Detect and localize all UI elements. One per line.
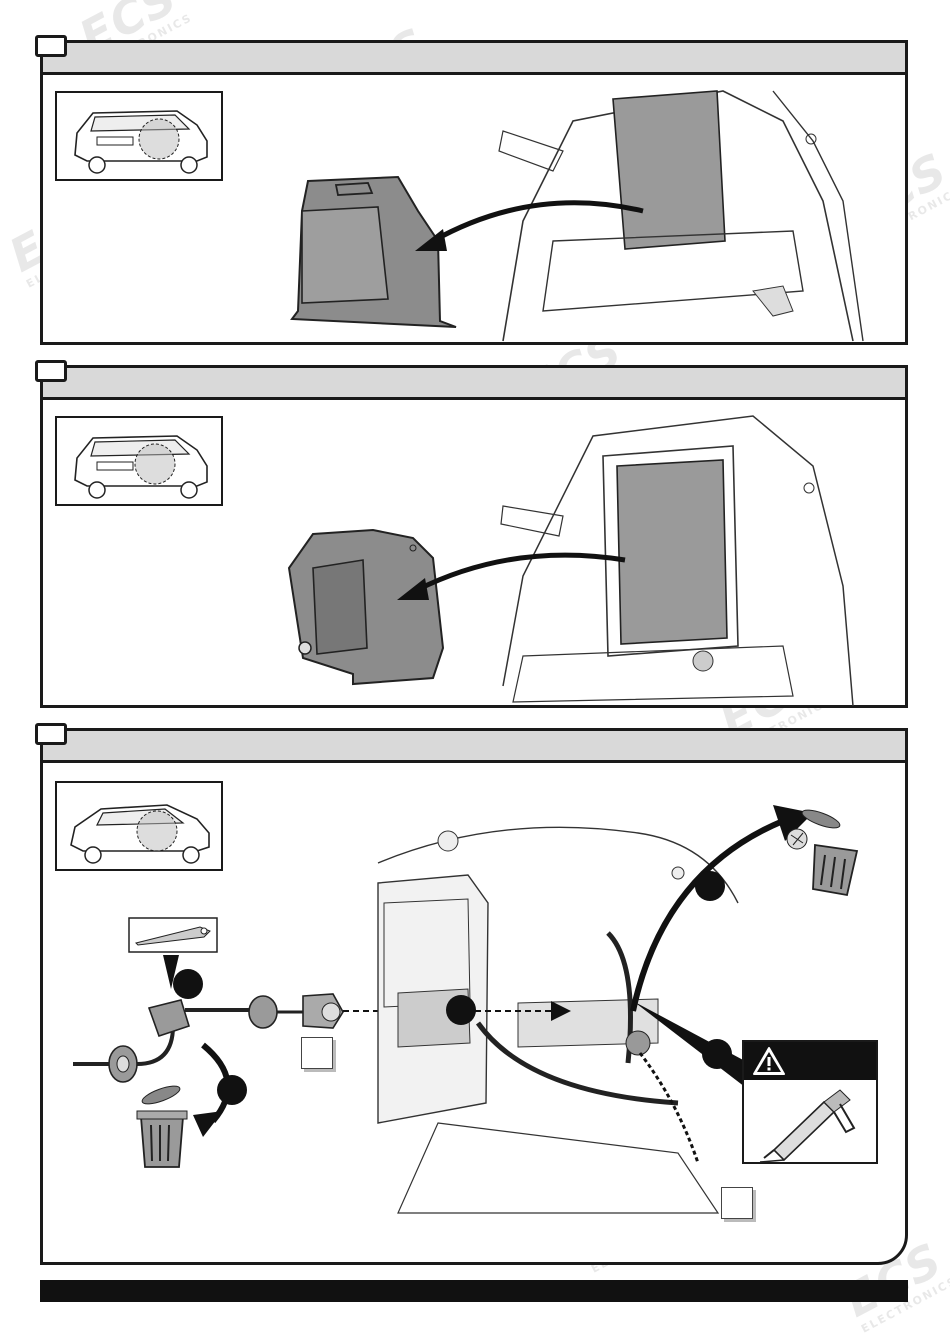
warning-header bbox=[744, 1042, 876, 1080]
reference-box bbox=[721, 1187, 753, 1219]
warning-triangle-icon bbox=[752, 1046, 786, 1076]
callout-pointer bbox=[633, 1001, 753, 1091]
removal-arrow bbox=[393, 538, 653, 618]
step-panel-3 bbox=[40, 728, 908, 1265]
step-badge-4 bbox=[693, 869, 727, 903]
step-badge-3 bbox=[444, 993, 478, 1027]
step-badge-5 bbox=[700, 1037, 734, 1071]
reference-box bbox=[301, 1037, 333, 1069]
estate-car-rear-icon bbox=[57, 418, 225, 508]
step-number-box bbox=[35, 35, 67, 57]
sealant-gun-icon bbox=[754, 1084, 874, 1164]
vehicle-thumbnail bbox=[55, 91, 223, 181]
step-panel-2 bbox=[40, 365, 908, 708]
vehicle-thumbnail bbox=[55, 781, 223, 871]
step-number-box bbox=[35, 723, 67, 745]
trash-bin-icon bbox=[135, 1081, 195, 1171]
warning-box bbox=[742, 1040, 878, 1164]
route-arrow bbox=[475, 997, 595, 1027]
sedan-car-rear-icon bbox=[57, 783, 225, 873]
step-number-box bbox=[35, 360, 67, 382]
panel-header bbox=[43, 43, 905, 75]
step-panel-1 bbox=[40, 40, 908, 345]
estate-car-rear-icon bbox=[57, 93, 225, 183]
step-badge-2 bbox=[215, 1073, 249, 1107]
footer-bar bbox=[40, 1280, 908, 1302]
trash-bin-icon bbox=[785, 803, 865, 898]
trim-knife-icon bbox=[128, 917, 218, 957]
panel-header bbox=[43, 731, 905, 763]
panel-header bbox=[43, 368, 905, 400]
vehicle-thumbnail bbox=[55, 416, 223, 506]
removal-arrow bbox=[413, 191, 673, 271]
